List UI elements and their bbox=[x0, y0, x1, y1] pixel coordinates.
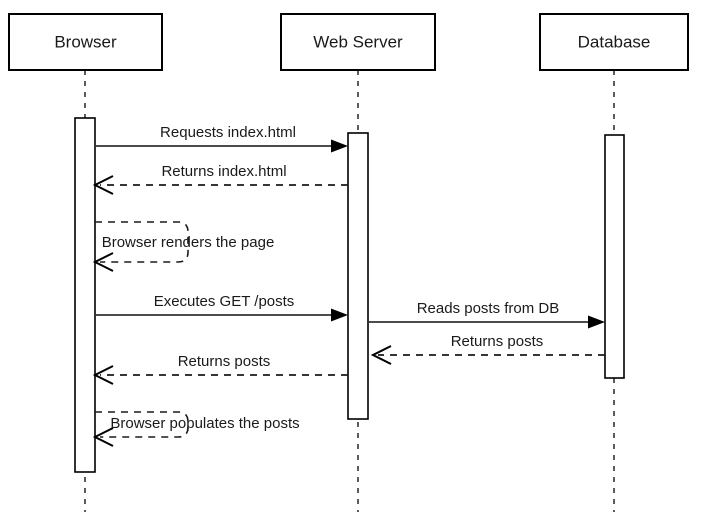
arrowhead-open-m6 bbox=[370, 345, 392, 365]
arrowhead-open-m8 bbox=[92, 427, 114, 447]
participant-box-browser[interactable] bbox=[8, 13, 163, 71]
message-label-m7: Returns posts bbox=[178, 353, 271, 370]
activation-bars-group bbox=[74, 117, 625, 473]
message-reads-posts-from-db[interactable]: Reads posts from DB bbox=[368, 300, 605, 329]
message-label-m5: Reads posts from DB bbox=[417, 300, 560, 317]
participant-label-browser: Browser bbox=[54, 32, 117, 51]
participant-browser[interactable]: Browser bbox=[8, 13, 163, 71]
message-browser-renders-page[interactable]: Browser renders the page bbox=[92, 221, 275, 272]
participant-label-webserver: Web Server bbox=[313, 32, 403, 51]
message-browser-populates-posts[interactable]: Browser populates the posts bbox=[92, 411, 300, 447]
message-label-m1: Requests index.html bbox=[160, 124, 296, 141]
activation-bar-database[interactable] bbox=[604, 134, 625, 379]
arrowhead-open-m7 bbox=[92, 365, 114, 385]
arrowhead-filled-m1 bbox=[331, 139, 348, 153]
arrowhead-filled-m5 bbox=[588, 315, 605, 329]
participant-box-database[interactable] bbox=[539, 13, 689, 71]
message-returns-posts-db[interactable]: Returns posts bbox=[370, 333, 605, 365]
participant-label-database: Database bbox=[578, 32, 651, 51]
message-returns-posts-browser[interactable]: Returns posts bbox=[92, 353, 348, 385]
participant-box-webserver[interactable] bbox=[280, 13, 436, 71]
message-label-m2: Returns index.html bbox=[161, 163, 286, 180]
message-label-m3: Browser renders the page bbox=[102, 234, 275, 251]
arrowhead-open-m2 bbox=[92, 175, 114, 195]
self-loop-path-m3 bbox=[95, 221, 189, 263]
message-requests-index-html[interactable]: Requests index.html bbox=[95, 124, 348, 153]
participant-database[interactable]: Database bbox=[539, 13, 689, 71]
message-label-m4: Executes GET /posts bbox=[154, 293, 295, 310]
arrowhead-open-m3 bbox=[92, 252, 114, 272]
message-label-m8: Browser populates the posts bbox=[110, 415, 299, 432]
arrowhead-filled-m4 bbox=[331, 308, 348, 322]
message-executes-get-posts[interactable]: Executes GET /posts bbox=[95, 293, 348, 322]
message-label-m6: Returns posts bbox=[451, 333, 544, 350]
message-returns-index-html[interactable]: Returns index.html bbox=[92, 163, 348, 195]
activation-bar-browser[interactable] bbox=[74, 117, 96, 473]
activation-bar-webserver[interactable] bbox=[347, 132, 369, 420]
participant-webserver[interactable]: Web Server bbox=[280, 13, 436, 71]
